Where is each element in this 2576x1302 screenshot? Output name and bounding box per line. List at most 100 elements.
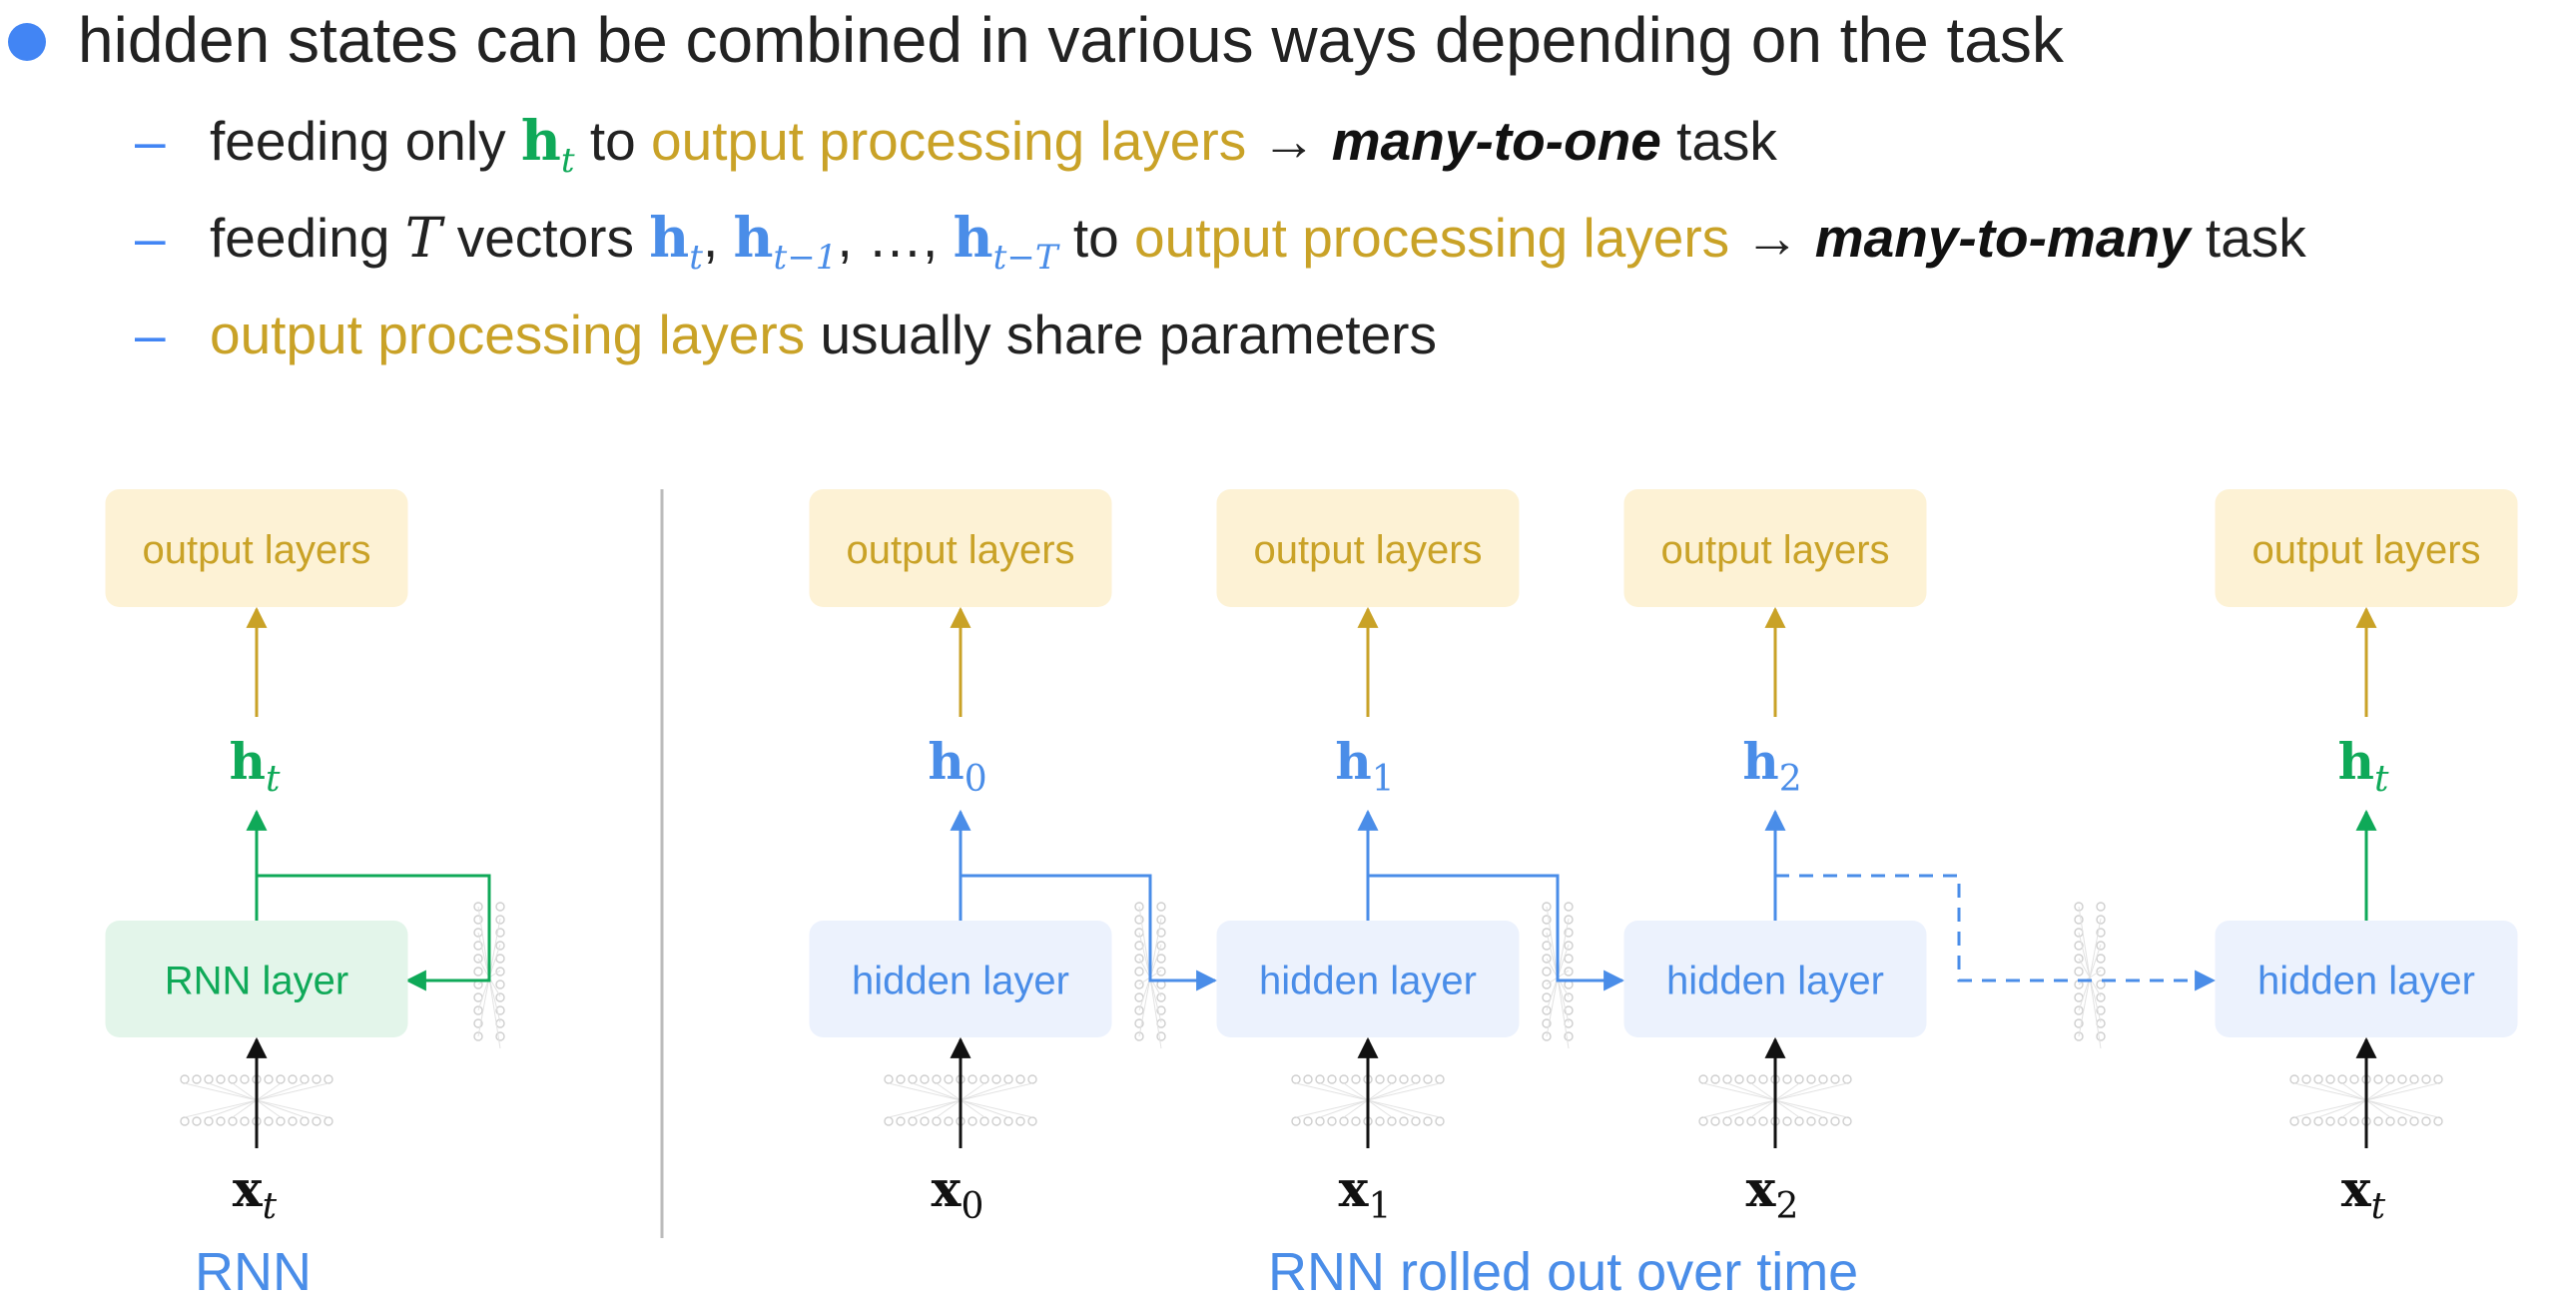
recurrent-neurons-1-2-dot (1564, 1005, 1574, 1015)
recurrent-neurons-left-dot (495, 967, 505, 976)
input-neurons-step-2-dot (1734, 1074, 1744, 1084)
input-neurons-step-2-dot (1830, 1116, 1840, 1126)
hidden-layer-box-step-t-label: hidden layer (2257, 960, 2475, 1003)
hidden-layer-box-step-0: hidden layer (809, 921, 1112, 1037)
output-processing-layers-term: output processing layers (1134, 207, 1730, 269)
output-layers-box-step-0-box (809, 489, 1112, 607)
input-neurons-step-t-dot (2409, 1074, 2419, 1084)
output-layers-box-step-0-label: output layers (846, 528, 1074, 572)
input-neurons-left-dot (180, 1074, 190, 1084)
recurrent-neurons-2-t-dot (2074, 1005, 2084, 1015)
input-neurons-step-1-dot (1423, 1074, 1433, 1084)
recurrent-neurons-0-1-dot (1156, 992, 1166, 1002)
output-layers-box-left-box (105, 489, 408, 607)
input-neurons-step-1-dot (1291, 1116, 1301, 1126)
dash: – (135, 304, 166, 365)
input-neurons-left-dot (216, 1116, 226, 1126)
recurrent-neurons-2-t-dot (2096, 992, 2106, 1002)
output-layers-box-step-2-box (1623, 489, 1927, 607)
input-neurons-step-0-dot (884, 1116, 894, 1126)
input-neurons-step-t-dot (2349, 1074, 2359, 1084)
input-neurons-step-0-dot (920, 1116, 930, 1126)
input-neurons-step-0-dot (1027, 1074, 1037, 1084)
input-neurons-left-dot (228, 1074, 238, 1084)
output-layers-box-step-t-label: output layers (2252, 528, 2480, 572)
input-neurons-step-2-dot (1794, 1074, 1804, 1084)
recurrent-neurons-2-t-dot (2074, 941, 2084, 951)
h-symbol-step-2: h2 (1742, 732, 1801, 800)
output-processing-layers-term: output processing layers (210, 304, 806, 365)
recurrent-neurons-0-1-dot (1134, 941, 1144, 951)
recurrent-neurons-2-t-dot (2096, 1005, 2106, 1015)
rnn-layer-box: RNN layer (105, 921, 408, 1037)
input-neurons-step-2-dot (1830, 1074, 1840, 1084)
recurrent-neurons-left-dot (495, 992, 505, 1002)
recurrent-arrow-1-2 (1368, 874, 1625, 991)
input-neurons-left-dot (204, 1116, 214, 1126)
hidden-layer-box-step-2-label: hidden layer (1666, 960, 1884, 1003)
recurrent-neurons-left-dot (473, 1018, 483, 1028)
input-neurons-step-1-dot (1375, 1074, 1385, 1084)
input-neurons-step-1-dot (1327, 1074, 1337, 1084)
recurrent-neurons-0-1-dot (1156, 1005, 1166, 1015)
output-layers-box-step-1: output layers (1216, 489, 1520, 607)
recurrent-arrow-0-1 (961, 874, 1218, 991)
rnn-layer-box-box (105, 921, 408, 1037)
recurrent-neurons-0-1-dot (1134, 992, 1144, 1002)
input-neurons-step-2-dot (1782, 1116, 1792, 1126)
recurrent-neurons-left-dot (495, 902, 505, 912)
recurrent-neurons-left-dot (495, 928, 505, 938)
sub-bullet-many-to-many: –feeding T vectors ht, ht−1, …, ht−T to … (135, 205, 2306, 278)
input-neurons-left-dot (180, 1116, 190, 1126)
input-neurons-step-t-dot (2325, 1116, 2335, 1126)
input-neurons-step-t-dot (2397, 1074, 2407, 1084)
input-neurons-left-dot (276, 1074, 286, 1084)
input-neurons-step-1-dot (1327, 1116, 1337, 1126)
recurrent-neurons-2-t-dot (2096, 979, 2106, 989)
input-neurons-step-2-dot (1806, 1116, 1816, 1126)
sub-bullet-many-to-one: –feeding only ht to output processing la… (135, 108, 1777, 181)
recurrent-neurons-left-dot (473, 992, 483, 1002)
input-neurons-left-dot (192, 1074, 202, 1084)
recurrent-neurons-0-1-dot (1134, 1005, 1144, 1015)
output-layers-box-step-1-label: output layers (1253, 528, 1482, 572)
input-neurons-step-t-dot (2349, 1116, 2359, 1126)
x-t-symbol-left: xt (233, 1159, 278, 1227)
recurrent-neurons-left-dot (473, 915, 483, 925)
input-neurons-step-t-dot (2325, 1074, 2335, 1084)
rnn-layer-box-label: RNN layer (165, 960, 348, 1003)
input-neurons-step-2-dot (1818, 1074, 1828, 1084)
input-neurons-step-t-dot (2289, 1116, 2299, 1126)
dash: – (135, 207, 166, 269)
output-layers-box-step-2-label: output layers (1660, 528, 1889, 572)
recurrent-neurons-2-t-dot (2096, 902, 2106, 912)
recurrent-neurons-1-2-dot (1564, 954, 1574, 964)
hidden-layer-box-step-t: hidden layer (2215, 921, 2518, 1037)
caption-rnn-rolled-out: RNN rolled out over time (1268, 1242, 1859, 1302)
recurrent-neurons-1-2-dot (1542, 1018, 1552, 1028)
input-neurons-step-0-dot (979, 1074, 989, 1084)
input-neurons-left-dot (216, 1074, 226, 1084)
input-neurons-step-t-dot (2373, 1116, 2383, 1126)
input-neurons-step-0-dot (967, 1116, 977, 1126)
input-neurons-left-dot (240, 1116, 250, 1126)
output-layers-box-step-2: output layers (1623, 489, 1927, 607)
output-layers-box-left-label: output layers (142, 528, 370, 572)
input-neurons-step-1-dot (1399, 1074, 1409, 1084)
input-neurons-step-1-dot (1303, 1116, 1313, 1126)
recurrent-neurons-0-1-dot (1134, 1031, 1144, 1041)
input-neurons-step-1-dot (1351, 1074, 1361, 1084)
hidden-layer-box-step-1-label: hidden layer (1259, 960, 1477, 1003)
recurrent-neurons-0-1-dot (1134, 979, 1144, 989)
input-neurons-step-0-dot (1003, 1116, 1013, 1126)
input-neurons-step-0-dot (979, 1116, 989, 1126)
input-neurons-step-2-dot (1758, 1116, 1768, 1126)
recurrent-neurons-0-1-dot (1156, 941, 1166, 951)
input-neurons-left-dot (323, 1116, 333, 1126)
recurrent-neurons-1-2-dot (1564, 967, 1574, 976)
recurrent-neurons-1-2-dot (1564, 915, 1574, 925)
output-layers-box-step-t-box (2215, 489, 2518, 607)
recurrent-neurons-left-dot (473, 954, 483, 964)
input-neurons-left-dot (192, 1116, 202, 1126)
